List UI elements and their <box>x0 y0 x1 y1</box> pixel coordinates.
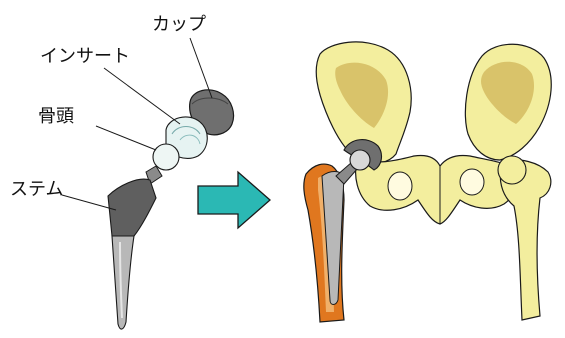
femoral-head-label: 骨頭 <box>38 108 74 126</box>
cup-label: カップ <box>152 16 206 34</box>
insert-label: インサート <box>40 48 130 66</box>
right-obturator-foramen <box>460 169 484 195</box>
stem-shoulder <box>108 179 156 236</box>
stem-component <box>108 166 162 329</box>
stem-shaft <box>112 236 134 329</box>
implant-components <box>62 38 234 329</box>
implanted-head <box>350 150 370 170</box>
leader-line-cup <box>190 38 212 98</box>
left-obturator-foramen <box>388 172 412 200</box>
femoral-head-component <box>153 144 179 170</box>
pelvic-ring <box>356 155 517 224</box>
leader-line-insert <box>104 68 180 124</box>
right-arrow-icon <box>198 172 270 228</box>
leader-line-head <box>96 126 156 150</box>
stem-label: ステム <box>10 181 63 199</box>
pelvis-illustration <box>304 42 551 322</box>
right-femoral-head <box>498 156 526 184</box>
